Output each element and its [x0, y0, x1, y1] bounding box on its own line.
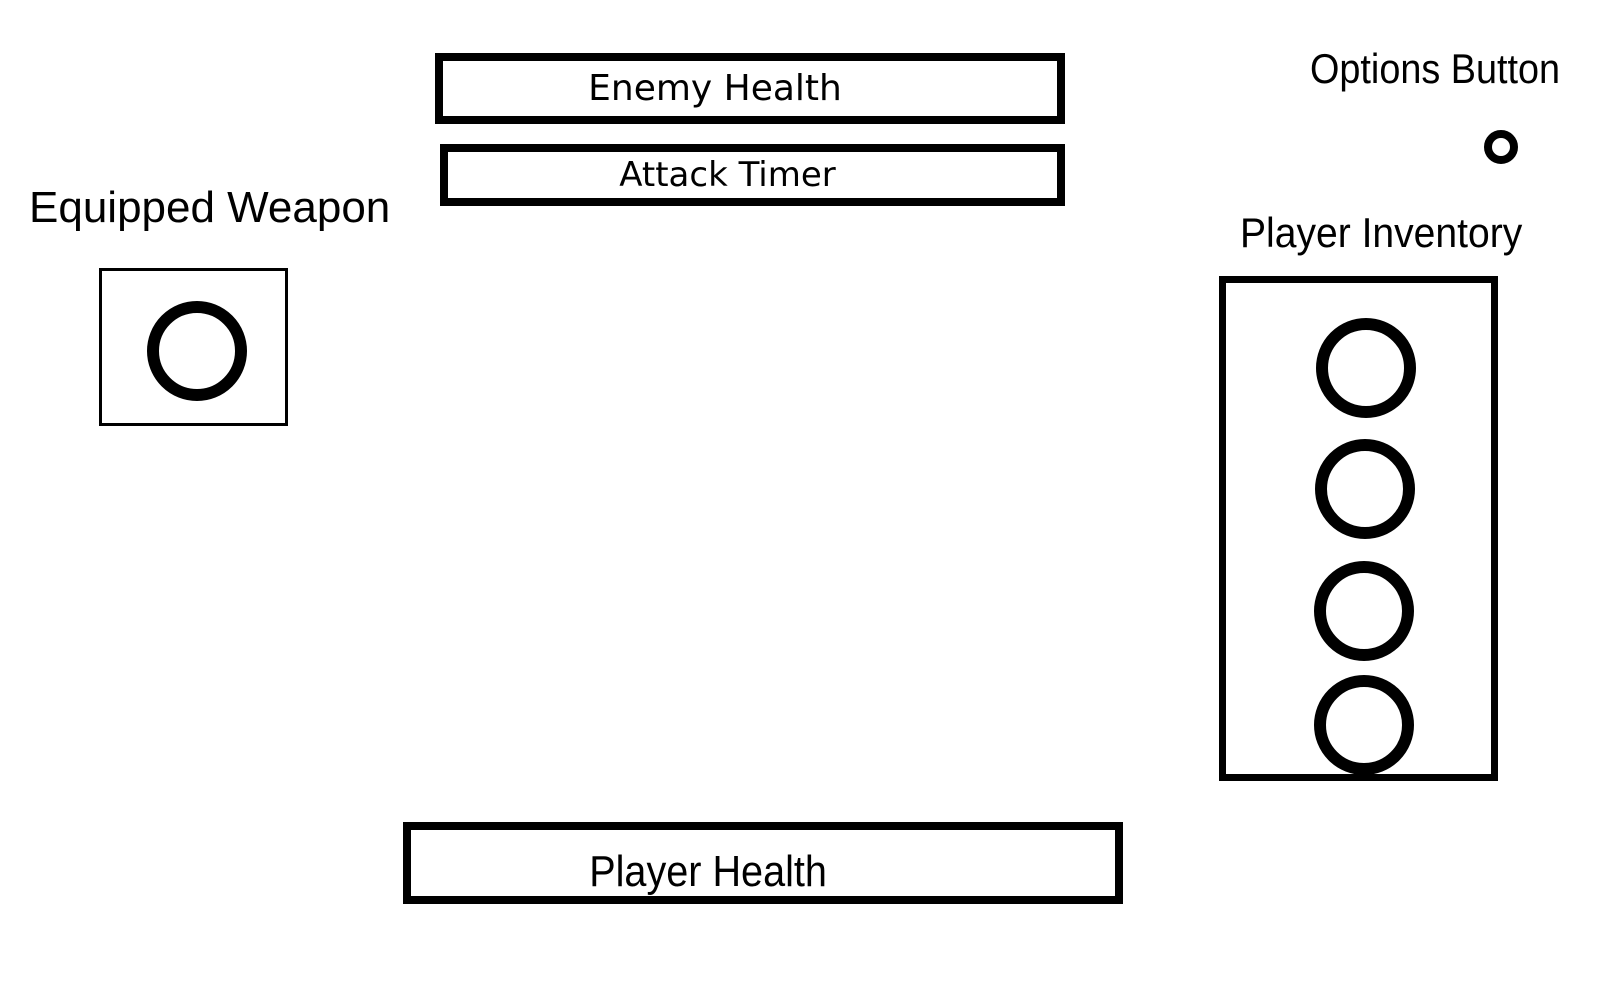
equipped-weapon-slot[interactable]: [147, 301, 247, 401]
attack-timer-label: Attack Timer: [619, 155, 836, 195]
equipped-weapon-panel: [99, 268, 288, 426]
inventory-slot[interactable]: [1315, 439, 1415, 539]
options-button[interactable]: [1484, 130, 1518, 164]
player-inventory-title: Player Inventory: [1240, 209, 1523, 256]
inventory-slot[interactable]: [1314, 675, 1414, 775]
inventory-slot[interactable]: [1314, 561, 1414, 661]
attack-timer-bar: Attack Timer: [440, 144, 1065, 206]
enemy-health-bar: Enemy Health: [435, 53, 1065, 124]
player-inventory-panel: [1219, 276, 1498, 781]
enemy-health-label: Enemy Health: [588, 67, 842, 109]
equipped-weapon-title: Equipped Weapon: [29, 183, 391, 232]
inventory-slot[interactable]: [1316, 318, 1416, 418]
player-health-bar: Player Health: [403, 822, 1123, 904]
options-button-label: Options Button: [1310, 45, 1561, 92]
player-health-label: Player Health: [589, 847, 827, 896]
